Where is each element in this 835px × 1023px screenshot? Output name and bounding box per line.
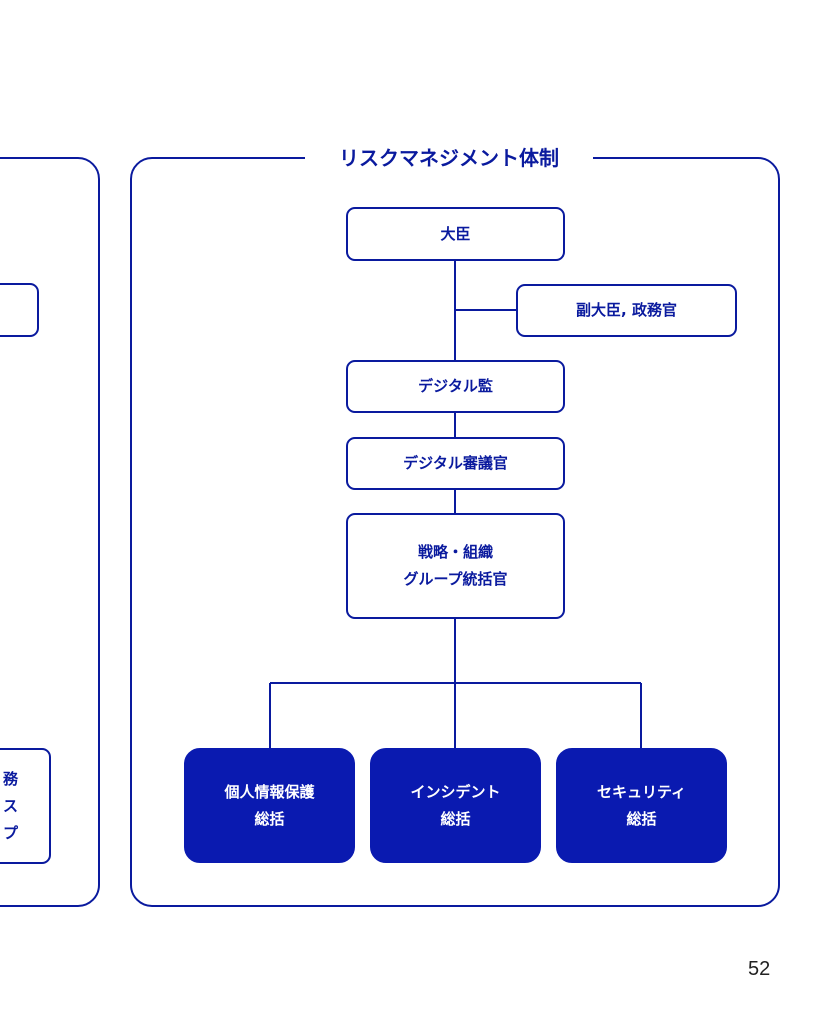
node-label: セキュリティ	[596, 782, 687, 801]
node-label: 戦略・組織	[417, 543, 493, 561]
partial-line: ス	[2, 797, 18, 815]
node-vice-minister: 副大臣, 政務官	[516, 284, 737, 337]
page-number: 52	[748, 958, 771, 980]
node-label: 総括	[626, 809, 657, 828]
node-label: 総括	[440, 809, 471, 828]
node-label: 副大臣, 政務官	[576, 301, 677, 319]
left-partial-text: 務 ス プ	[0, 766, 18, 847]
node-digital-councilor: デジタル審議官	[346, 437, 565, 490]
node-label: 個人情報保護	[224, 782, 315, 801]
node-privacy: 個人情報保護 総括	[184, 748, 355, 863]
node-minister: 大臣	[346, 207, 565, 261]
node-label: デジタル審議官	[403, 454, 508, 472]
node-label: 総括	[254, 809, 285, 828]
node-strategy-director: 戦略・組織 グループ統括官	[346, 513, 565, 619]
panel-title: リスクマネジメント体制	[305, 144, 593, 172]
node-security: セキュリティ 総括	[556, 748, 727, 863]
node-label: 大臣	[440, 224, 471, 243]
partial-line: プ	[2, 824, 18, 842]
left-panel	[0, 157, 100, 907]
left-partial-box-top	[0, 283, 39, 337]
node-label: インシデント	[410, 782, 501, 801]
node-label: デジタル監	[418, 377, 493, 395]
partial-line: 務	[2, 770, 18, 788]
left-partial-box-bottom	[0, 748, 51, 864]
node-incident: インシデント 総括	[370, 748, 541, 863]
node-digital-supervisor: デジタル監	[346, 360, 565, 413]
node-label: グループ統括官	[403, 570, 508, 588]
